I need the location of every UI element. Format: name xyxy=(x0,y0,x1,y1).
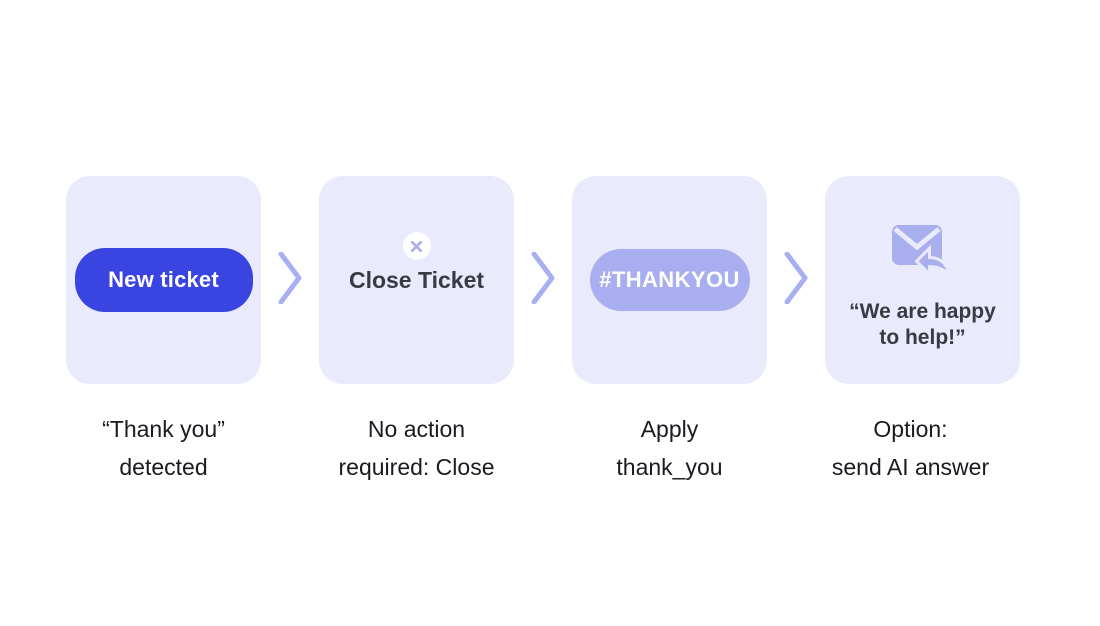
workflow-diagram: New ticket “Thank you” detected Close Ti… xyxy=(66,176,1020,486)
caption-line: send AI answer xyxy=(831,454,990,480)
connector-2 xyxy=(514,176,572,384)
ai-answer-quote: “We are happy to help!” xyxy=(849,299,996,351)
step-thankyou-tag: #THANKYOU Apply thank_you xyxy=(572,176,767,486)
caption-line: required: Close xyxy=(338,454,495,480)
caption-thankyou-tag: Apply thank_you xyxy=(616,410,722,486)
ai-answer-content: “We are happy to help!” xyxy=(849,224,996,351)
thankyou-tag-pill: #THANKYOU xyxy=(589,249,750,311)
caption-new-ticket: “Thank you” detected xyxy=(102,410,225,486)
caption-line: Option: xyxy=(873,416,948,442)
step-ai-answer: “We are happy to help!” Option: send AI … xyxy=(825,176,1020,486)
quote-line: “We are happy xyxy=(849,299,996,323)
caption-line: Apply xyxy=(640,416,699,442)
email-reply-icon xyxy=(891,224,953,285)
card-ai-answer: “We are happy to help!” xyxy=(825,176,1020,384)
chevron-right-icon xyxy=(784,251,808,309)
caption-close-ticket: No action required: Close xyxy=(339,410,495,486)
chevron-right-icon xyxy=(278,251,302,309)
caption-line: No action xyxy=(367,416,466,442)
new-ticket-pill: New ticket xyxy=(74,248,253,312)
close-icon xyxy=(402,232,431,260)
connector-1 xyxy=(261,176,319,384)
close-ticket-title: Close Ticket xyxy=(348,266,485,293)
caption-ai-answer: Option: send AI answer xyxy=(832,410,989,486)
step-close-ticket: Close Ticket No action required: Close xyxy=(319,176,514,486)
caption-line: thank_you xyxy=(616,454,723,480)
chevron-right-icon xyxy=(531,251,555,309)
quote-line: to help!” xyxy=(879,325,966,349)
connector-3 xyxy=(767,176,825,384)
card-thankyou-tag: #THANKYOU xyxy=(572,176,767,384)
caption-line: detected xyxy=(119,454,208,480)
step-new-ticket: New ticket “Thank you” detected xyxy=(66,176,261,486)
card-close-ticket: Close Ticket xyxy=(319,176,514,384)
card-new-ticket: New ticket xyxy=(66,176,261,384)
caption-line: “Thank you” xyxy=(102,416,225,442)
